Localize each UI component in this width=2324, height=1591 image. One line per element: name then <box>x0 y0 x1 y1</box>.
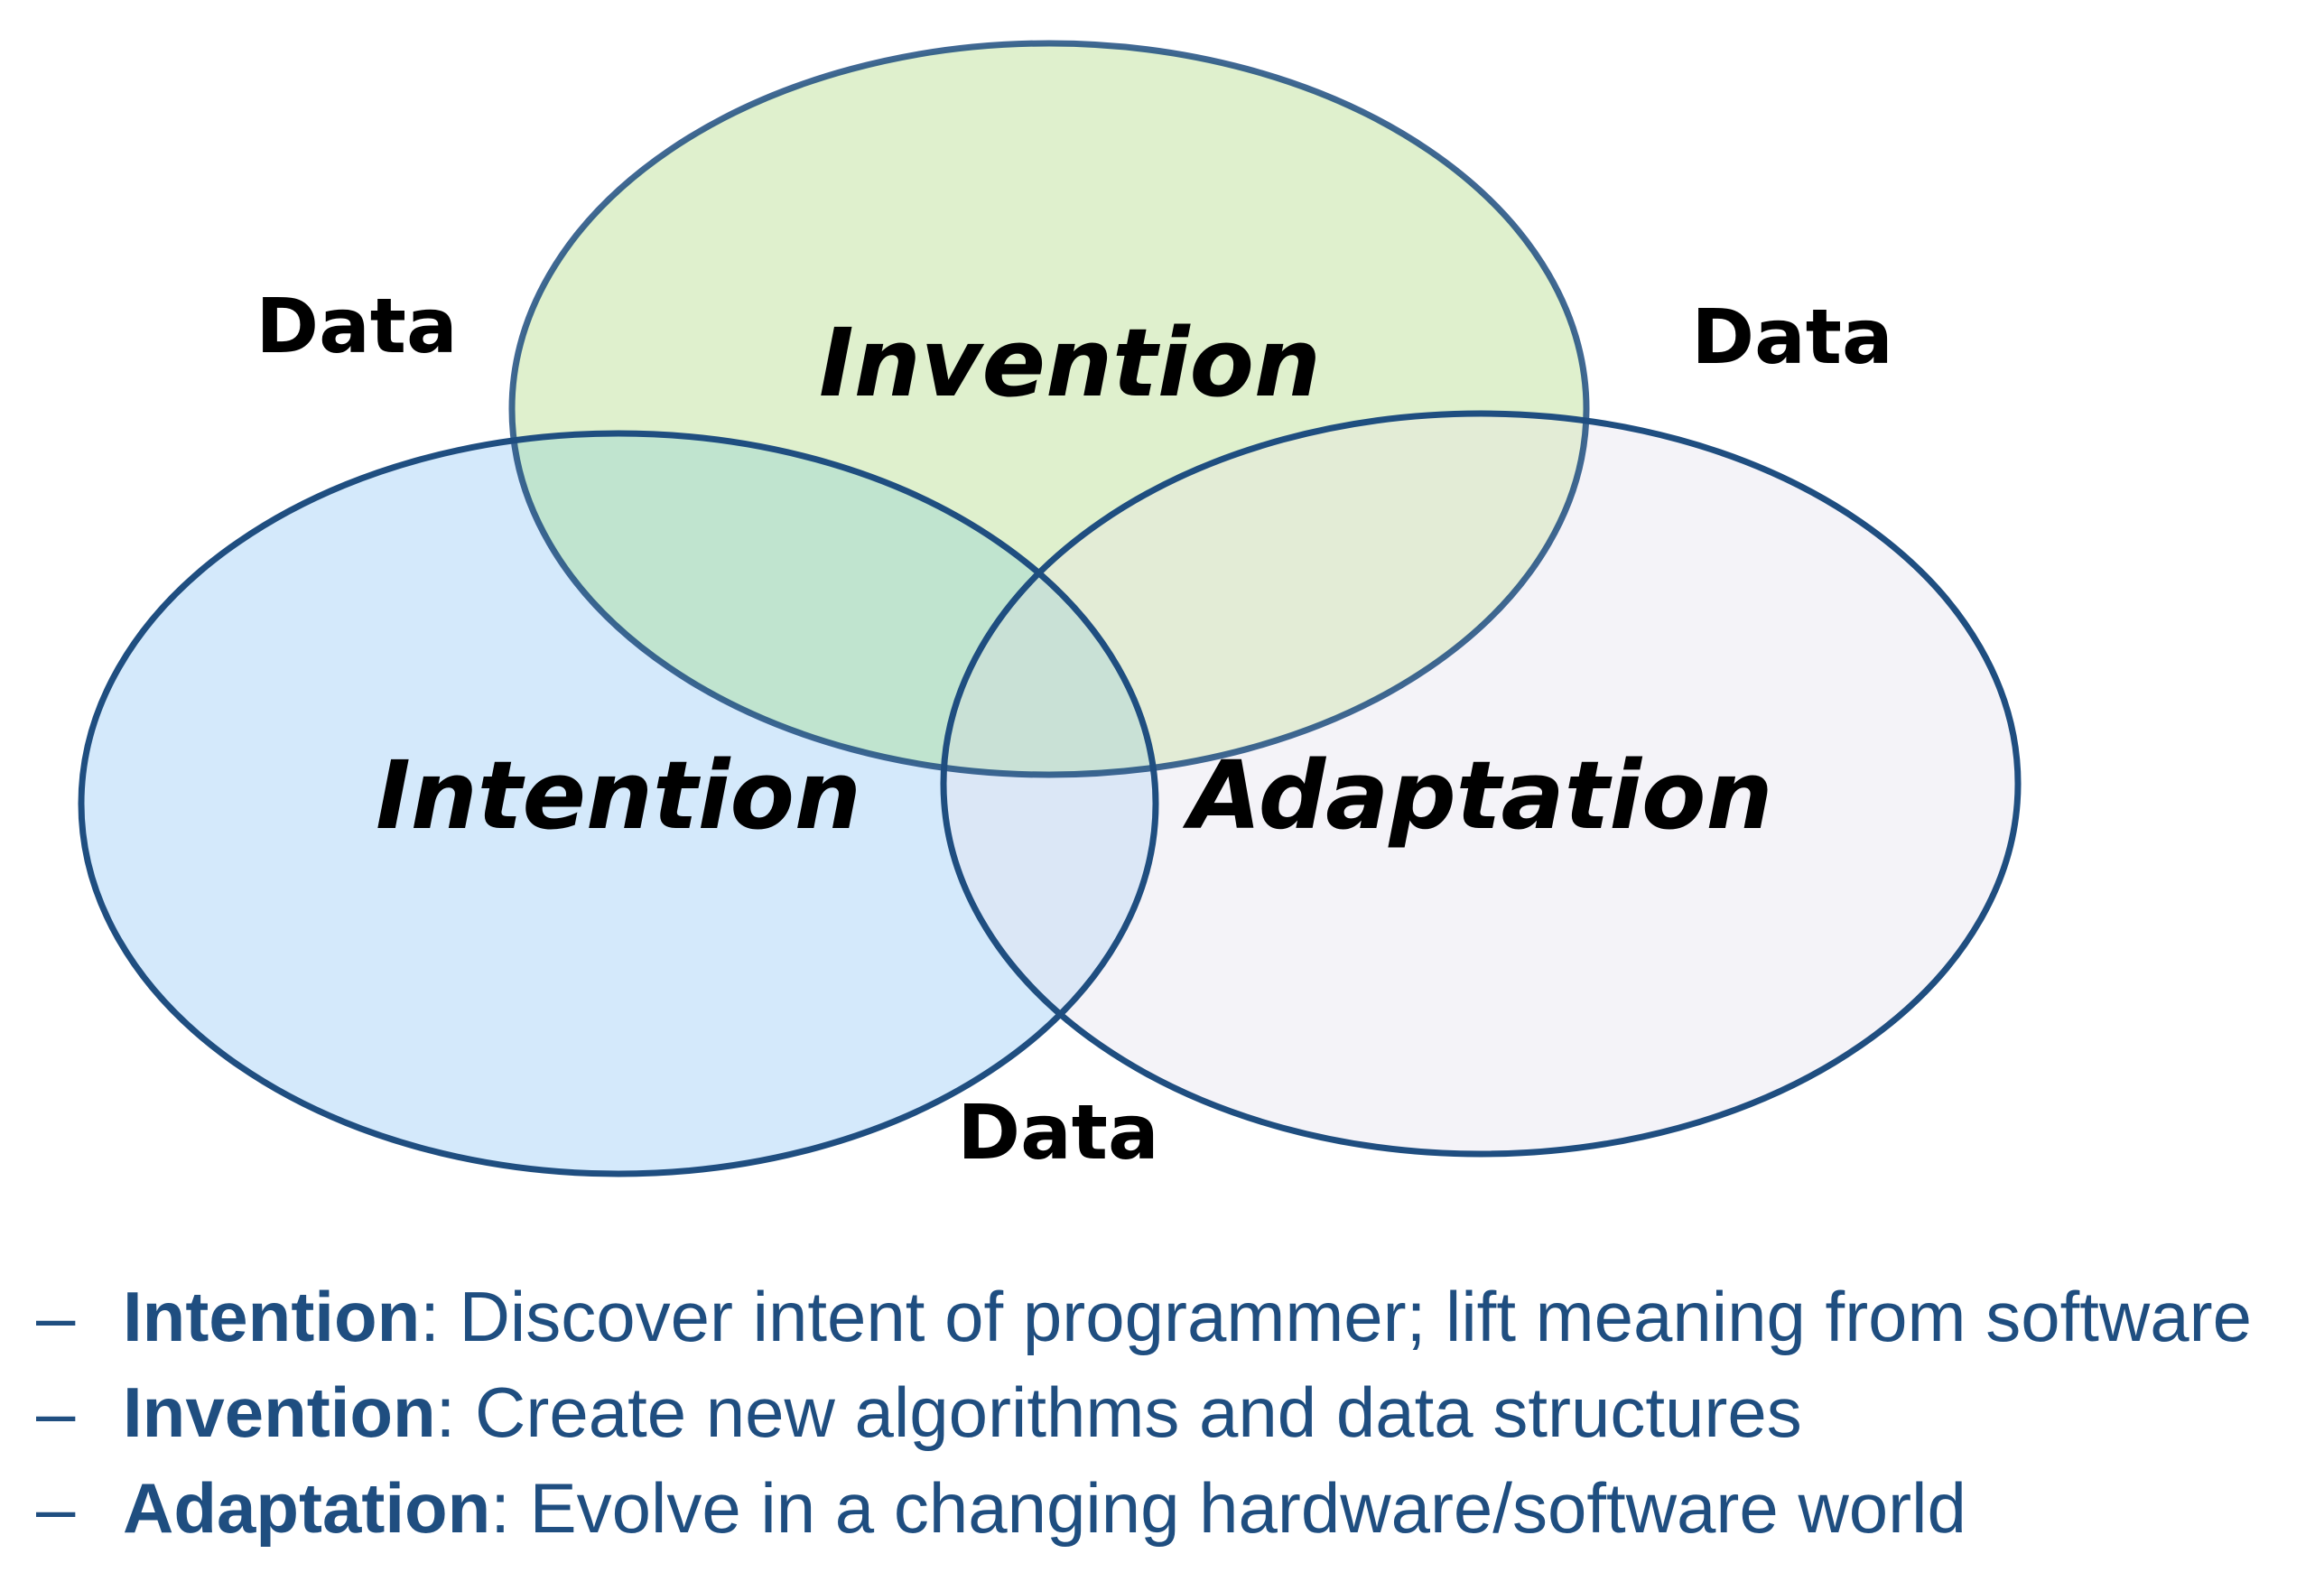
list-item: – Adaptation: Evolve in a changing hardw… <box>36 1460 2311 1556</box>
list-item: – Invention: Create new algorithms and d… <box>36 1364 2311 1460</box>
bullet-term: Intention <box>123 1277 421 1356</box>
invention-adaptation-overlap <box>944 414 1586 775</box>
bullet-term: Invention <box>123 1372 436 1452</box>
dash-bullet: – <box>36 1372 76 1452</box>
invention-label: Invention <box>819 308 1321 418</box>
intention-label: Intention <box>376 740 861 851</box>
intention-outline <box>78 430 1159 1177</box>
bullet-description: : Create new algorithms and data structu… <box>435 1372 1802 1452</box>
adaptation-label: Adaptation <box>1182 740 1772 851</box>
adaptation-outline <box>940 410 2022 1158</box>
data-label-bottom: Data <box>957 1088 1158 1177</box>
data-label-top-right: Data <box>1691 293 1892 381</box>
invention-outline <box>508 40 1590 778</box>
dash-bullet: – <box>36 1468 76 1548</box>
bullet-description: : Discover intent of programmer; lift me… <box>420 1277 2252 1356</box>
definition-list: – Intention: Discover intent of programm… <box>36 1269 2311 1556</box>
intention-invention-overlap <box>512 433 1156 775</box>
bullet-term: Adaptation <box>123 1468 491 1548</box>
bullet-description: : Evolve in a changing hardware/software… <box>490 1468 1966 1548</box>
data-label-top-left: Data <box>256 282 457 370</box>
venn-diagram: Invention Intention Adaptation Data Data… <box>78 40 2022 1177</box>
dash-bullet: – <box>36 1277 76 1356</box>
list-item: – Intention: Discover intent of programm… <box>36 1269 2311 1364</box>
